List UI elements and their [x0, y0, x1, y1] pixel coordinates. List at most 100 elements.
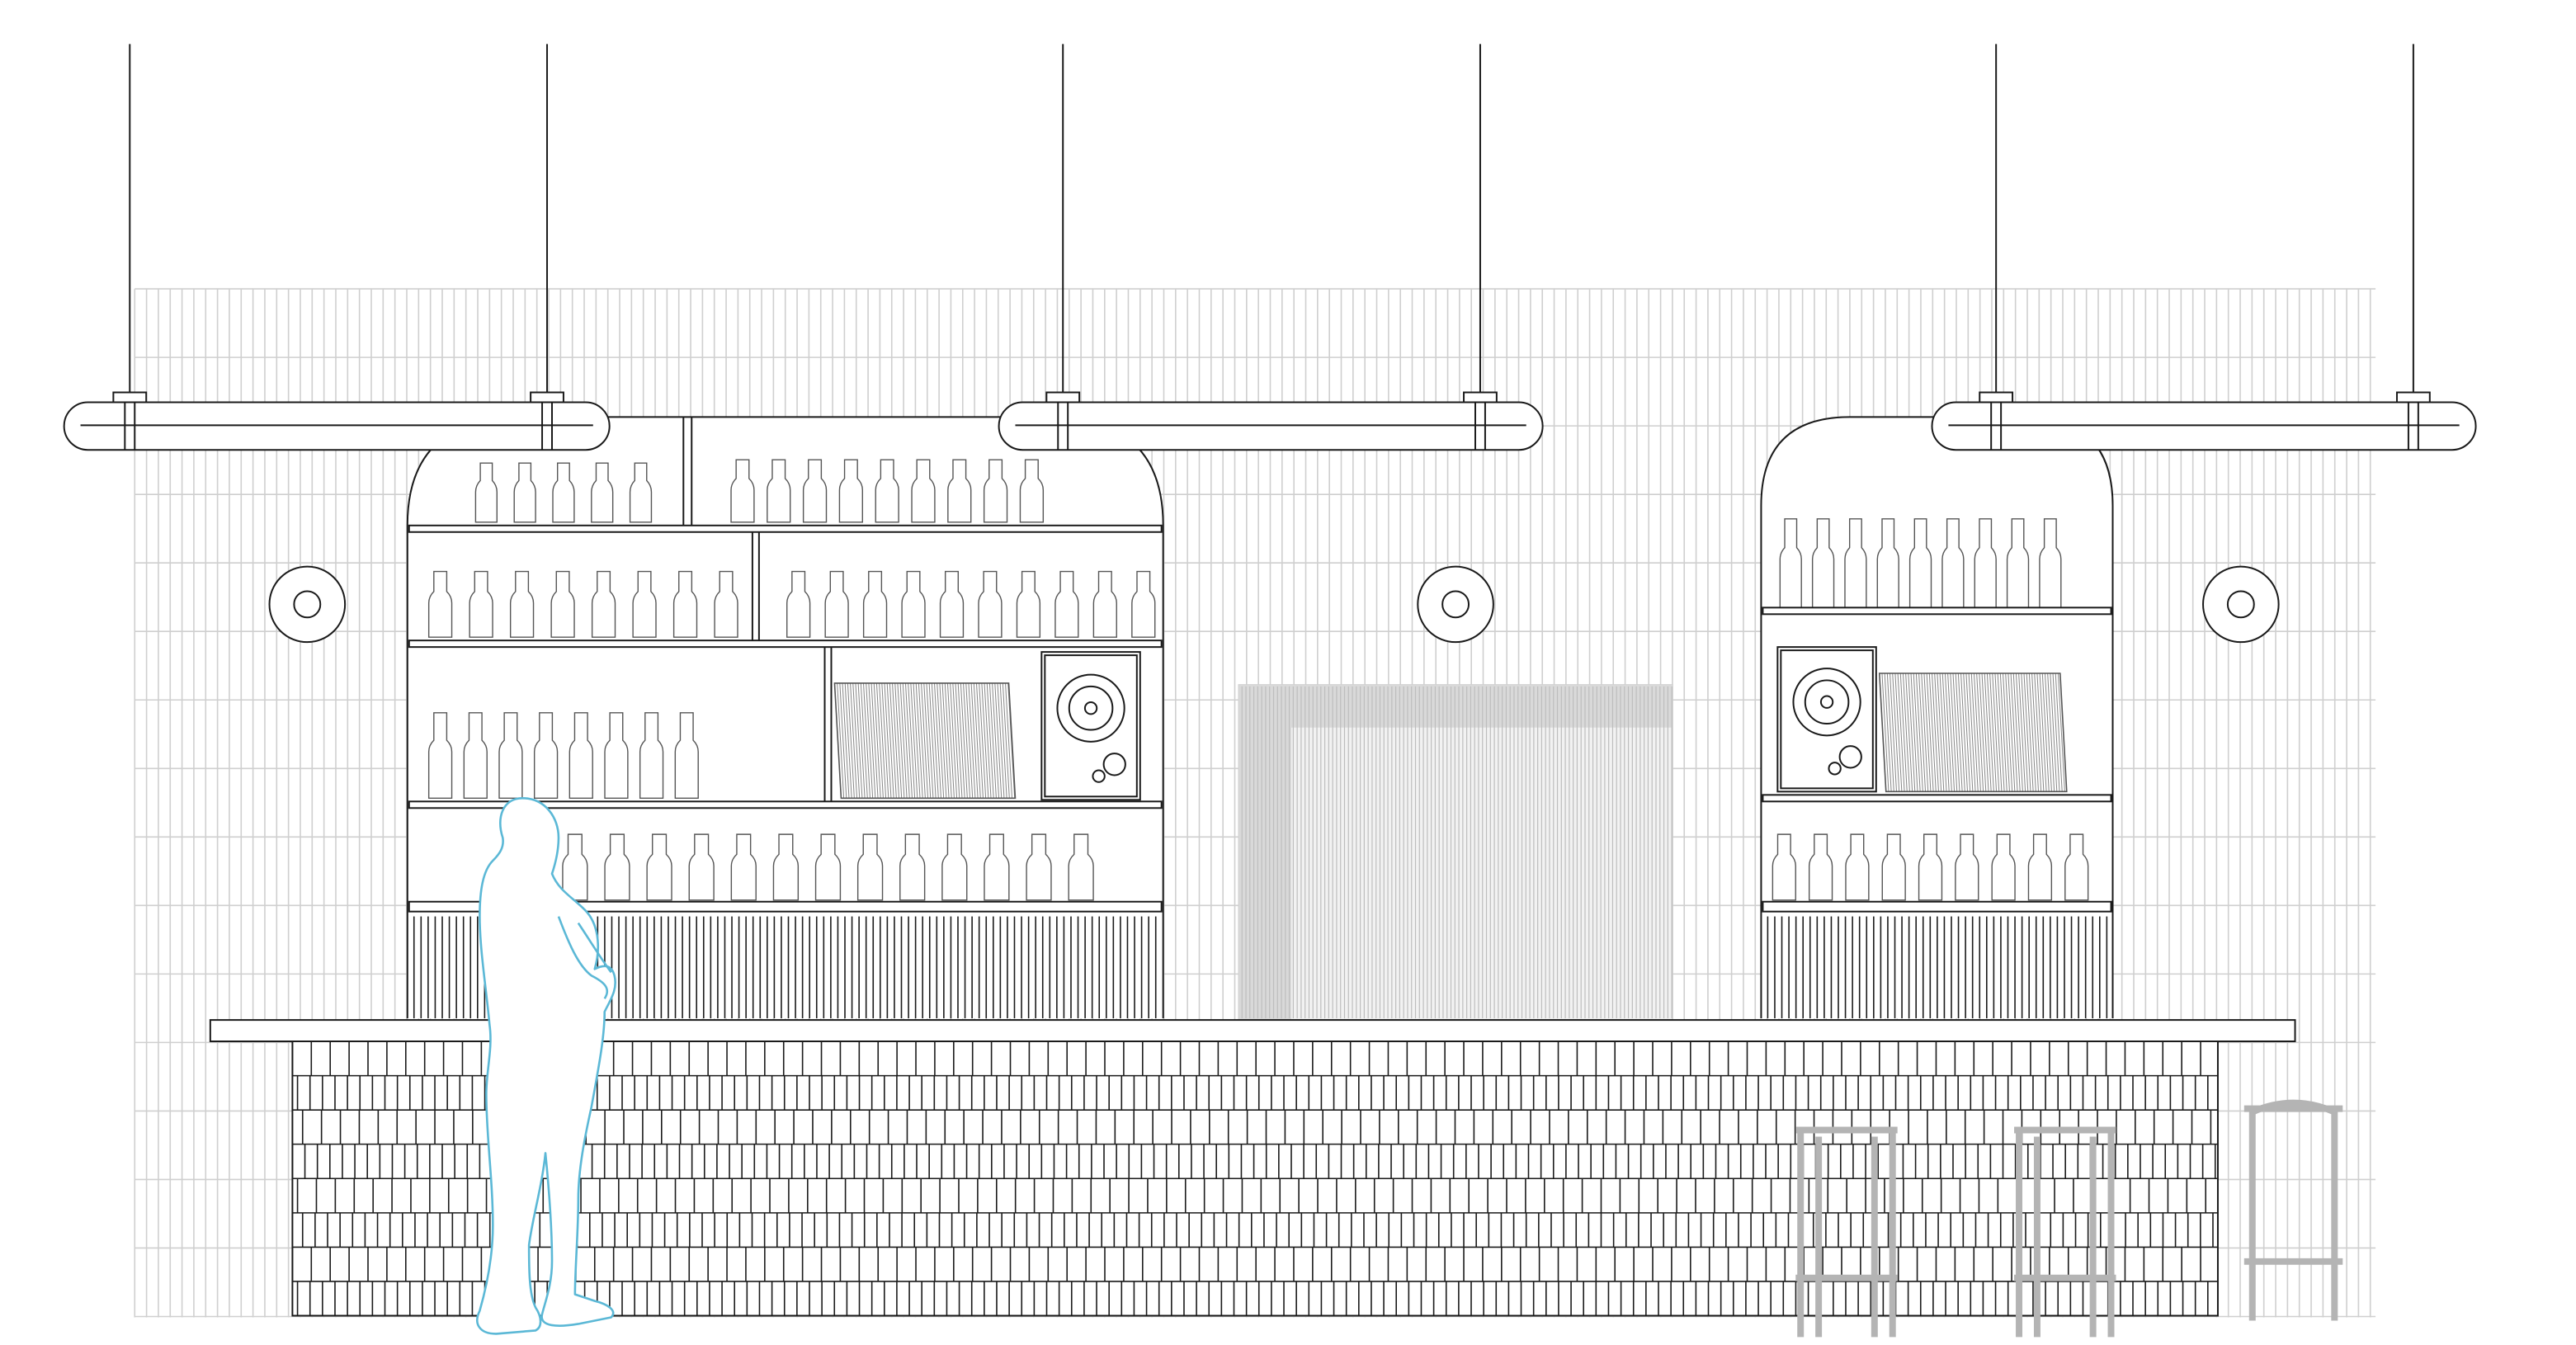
stool-1-legs: [1797, 1133, 1896, 1338]
bottle: [533, 712, 559, 800]
left-unit-arch-outline: [406, 416, 1164, 1019]
bottle: [941, 833, 968, 901]
bottle: [1876, 518, 1899, 609]
speaker-right-woofer-cap: [1819, 695, 1834, 709]
pendant-2-clamp: [1045, 391, 1081, 404]
stool-2-legs: [2016, 1133, 2115, 1338]
record-stack-left: [833, 682, 1016, 799]
bottle: [1974, 518, 1997, 609]
left-shelving-unit: [406, 416, 1164, 1019]
human-figure-outline: [476, 797, 616, 1335]
bottle: [772, 833, 800, 901]
stool-1-inner-legs: [1815, 1136, 1878, 1338]
bottle: [2006, 518, 2030, 609]
bottle: [730, 833, 757, 901]
rib-lines: [1767, 916, 2108, 1019]
bottle: [2039, 518, 2062, 609]
bottle: [1019, 459, 1045, 523]
screen-top-band: [1238, 684, 1673, 728]
record-stack-left-outline: [833, 682, 1017, 800]
bottle: [569, 712, 593, 800]
speaker-left-inner: [1044, 654, 1138, 798]
speakers: [1040, 646, 1877, 801]
bar-stools: [1795, 1099, 2343, 1338]
bottle: [513, 462, 536, 523]
sconce-bulb: [1441, 590, 1470, 619]
right-unit-bottles: [1772, 518, 2089, 901]
bottle: [646, 833, 672, 901]
bottle: [714, 570, 738, 638]
bottle: [824, 570, 849, 638]
bottle: [1092, 570, 1117, 638]
shelf-board: [1762, 900, 2112, 913]
bottle: [1808, 833, 1833, 901]
bottle: [862, 570, 888, 638]
bottle: [672, 570, 698, 638]
shelf-board: [408, 800, 1163, 809]
bottle: [639, 712, 664, 800]
stool-3: [2243, 1099, 2343, 1321]
bottle: [2064, 833, 2089, 901]
bottle: [899, 833, 926, 901]
bottle: [1779, 518, 1802, 609]
speaker-right-port: [1838, 745, 1862, 769]
bottle: [730, 459, 755, 523]
bottle: [2027, 833, 2053, 901]
bottle: [509, 570, 535, 638]
record-stack-right-outline: [1878, 672, 2068, 793]
speaker-left-port-small: [1092, 769, 1106, 783]
bottle: [474, 462, 498, 523]
bottle: [591, 570, 616, 638]
pendant-3-clamp: [2395, 391, 2431, 404]
shelf-board: [1762, 794, 2112, 803]
speaker-right-port-small: [1828, 762, 1842, 776]
bar-counter: [209, 1019, 2296, 1317]
screen-panel: [1238, 684, 1673, 1021]
bottle: [498, 712, 523, 800]
pendant-3-clamp: [1979, 391, 2014, 404]
bottle: [1881, 833, 1906, 901]
bottle: [814, 833, 842, 901]
bottle: [983, 459, 1008, 523]
left-unit-shelves: [408, 417, 1163, 913]
bottle: [856, 833, 884, 901]
sconce-bulb: [2226, 590, 2255, 619]
bottle: [427, 570, 453, 638]
bottle: [1026, 833, 1052, 901]
bottle: [629, 462, 653, 523]
pendant-1-clamp: [112, 391, 148, 404]
bottle: [1068, 833, 1094, 901]
bottle: [1016, 570, 1041, 638]
right-unit-shelves: [1762, 606, 2112, 913]
pendant-lights: [63, 44, 2477, 451]
speaker-left-port: [1102, 753, 1126, 776]
bottle: [562, 833, 588, 901]
central-ribbed-screen: [1238, 684, 1673, 1021]
human-figure: [476, 797, 616, 1335]
stool-2-inner-legs: [2033, 1136, 2097, 1338]
bottle: [1845, 833, 1870, 901]
bottle: [463, 712, 488, 800]
bottle: [939, 570, 965, 638]
bottle: [427, 712, 453, 800]
bottle: [1811, 518, 1835, 609]
shelf-board: [408, 639, 1163, 649]
speaker-left-woofer-cap: [1083, 701, 1098, 715]
bar-tile-pattern: [291, 1041, 2218, 1317]
shelf-board: [408, 900, 1163, 913]
bottle: [1955, 833, 1979, 901]
bottle: [875, 459, 899, 523]
bottle: [1054, 570, 1079, 638]
bottle: [911, 459, 936, 523]
pendant-1-clamp: [530, 391, 564, 404]
bottle: [838, 459, 864, 523]
bottle: [802, 459, 828, 523]
bottle: [978, 570, 1003, 638]
bottle: [469, 570, 493, 638]
bottle: [767, 459, 791, 523]
bottle: [604, 712, 629, 800]
sconce-bulb: [293, 590, 322, 619]
bottle: [901, 570, 926, 638]
bottle: [1131, 570, 1156, 638]
